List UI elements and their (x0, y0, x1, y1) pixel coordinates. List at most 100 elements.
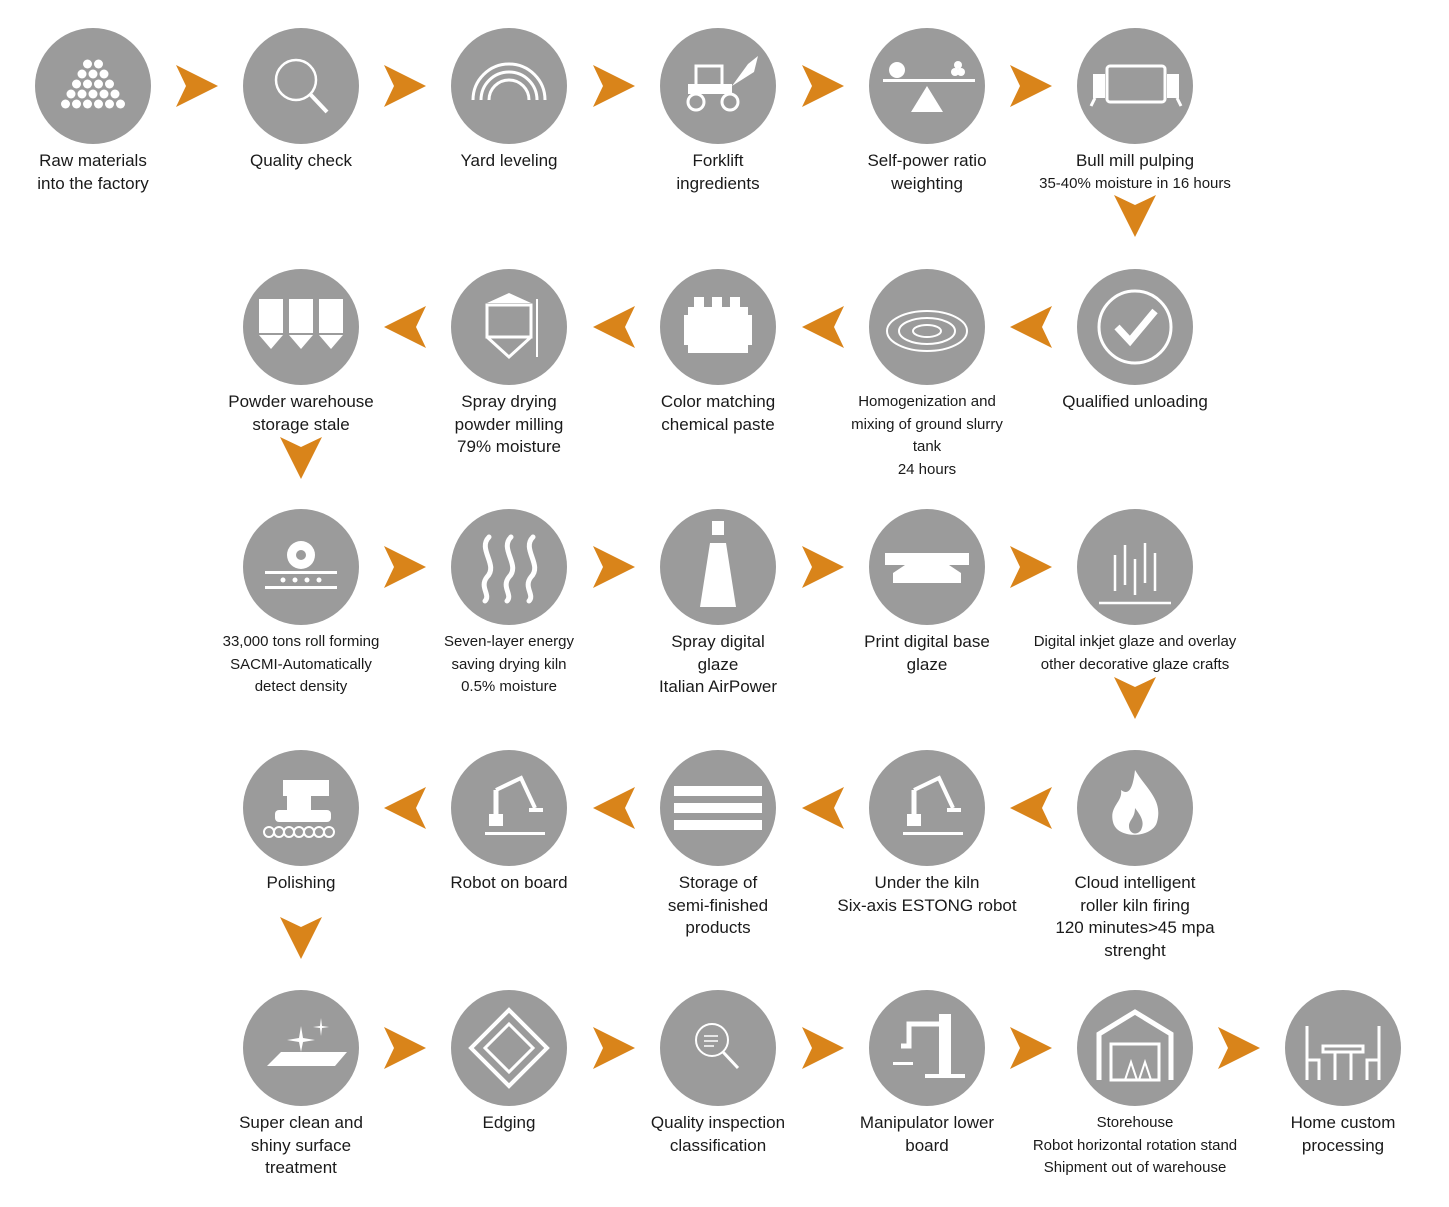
arrow-left-icon (801, 306, 844, 348)
arch-icon (451, 28, 567, 144)
warehouse-icon (1077, 990, 1193, 1106)
step-label-line: Cloud intelligent (1074, 873, 1196, 892)
step-label-line: Qualified unloading (1062, 392, 1208, 411)
magnifier-icon (243, 28, 359, 144)
step-label-line: Quality check (249, 151, 353, 170)
step-label-line: Homogenization and (858, 393, 996, 410)
process-step: Polishing (196, 750, 406, 895)
step-label: Quality check (196, 150, 406, 173)
table-chairs-icon (1285, 990, 1401, 1106)
step-label-line: Forklift (692, 151, 744, 170)
arrow-left-icon (801, 787, 844, 829)
arrow-right-icon (1218, 1027, 1260, 1069)
step-label-line: detect density (254, 678, 348, 695)
step-label-line: board (905, 1135, 949, 1155)
step-label-line: mixing of ground slurry (851, 415, 1003, 433)
step-label: Homogenization and mixing of ground slurr… (822, 391, 1032, 481)
step-label-line: Edging (482, 1113, 536, 1132)
heat-waves-icon (451, 509, 567, 625)
arrow-right-icon (801, 65, 844, 107)
step-label-line: Under the kiln (874, 873, 980, 892)
arrow-down-icon (1114, 195, 1156, 237)
process-step: Quality check (196, 28, 406, 173)
arrow-left-icon (1010, 787, 1052, 829)
step-label-line: 33,000 tons roll forming (222, 633, 380, 650)
step-label-line: into the factory (37, 173, 149, 193)
process-step: Homogenization and mixing of ground slurr… (822, 269, 1032, 481)
step-label-line: Six-axis ESTONG robot (837, 895, 1017, 915)
step-label-line: storage stale (252, 414, 350, 434)
forklift-icon (660, 28, 776, 144)
fire-icon (1077, 750, 1193, 866)
step-label-line: Yard leveling (460, 151, 558, 170)
arrow-right-icon (384, 65, 426, 107)
arrow-right-icon (801, 546, 844, 588)
step-label: Edging (404, 1112, 614, 1135)
step-label-line: Seven-layer energy (443, 633, 575, 650)
process-step: Yard leveling (404, 28, 614, 173)
inkjet-lines-icon (1077, 509, 1193, 625)
process-step: Spray drying powder milling 79% moisture (404, 269, 614, 459)
step-label-line: Self-power ratio (867, 151, 987, 170)
arrow-down-icon (280, 437, 322, 479)
polisher-icon (243, 750, 359, 866)
arrow-left-icon (384, 306, 426, 348)
arrow-right-icon (801, 1027, 844, 1069)
manipulator-icon (869, 990, 985, 1106)
step-label-line: chemical paste (661, 414, 775, 434)
process-step: Qualified unloading (1030, 269, 1240, 414)
step-label-line: Super clean and (239, 1113, 363, 1132)
step-label-line: Spray drying (461, 392, 557, 411)
step-label: Spray drying powder milling 79% moisture (404, 391, 614, 459)
step-label-line: Print digital base (864, 632, 990, 651)
spray-tower-icon (451, 269, 567, 385)
step-label-line: saving drying kiln (451, 655, 567, 673)
step-label-line: Digital inkjet glaze and overlay (1033, 633, 1237, 650)
step-label-line: shiny surface (250, 1135, 352, 1155)
process-step: Edging (404, 990, 614, 1135)
step-label-line: Robot horizontal rotation stand (1032, 1136, 1238, 1154)
silos-icon (243, 269, 359, 385)
check-icon (1077, 269, 1193, 385)
step-label-line: Bull mill pulping (1075, 151, 1195, 170)
step-label-line: roller kiln firing (1080, 895, 1190, 915)
step-label-line: Spray digital (671, 632, 765, 651)
arrow-right-icon (1010, 65, 1052, 107)
sparkle-surface-icon (243, 990, 359, 1106)
step-label-line: tank (912, 438, 942, 455)
step-label-line: Robot on board (450, 873, 568, 892)
arrow-right-icon (1010, 546, 1052, 588)
arrow-left-icon (384, 787, 426, 829)
arrow-right-icon (176, 65, 218, 107)
step-label-line: Polishing (266, 873, 336, 892)
swirl-icon (869, 269, 985, 385)
step-label-line: 79% moisture (457, 437, 561, 456)
step-label: Robot on board (404, 872, 614, 895)
step-label-line: strenght (1104, 940, 1166, 960)
ball-mill-icon (1077, 28, 1193, 144)
step-label-line: 24 hours (897, 460, 957, 478)
step-label-line: powder milling (454, 414, 564, 434)
